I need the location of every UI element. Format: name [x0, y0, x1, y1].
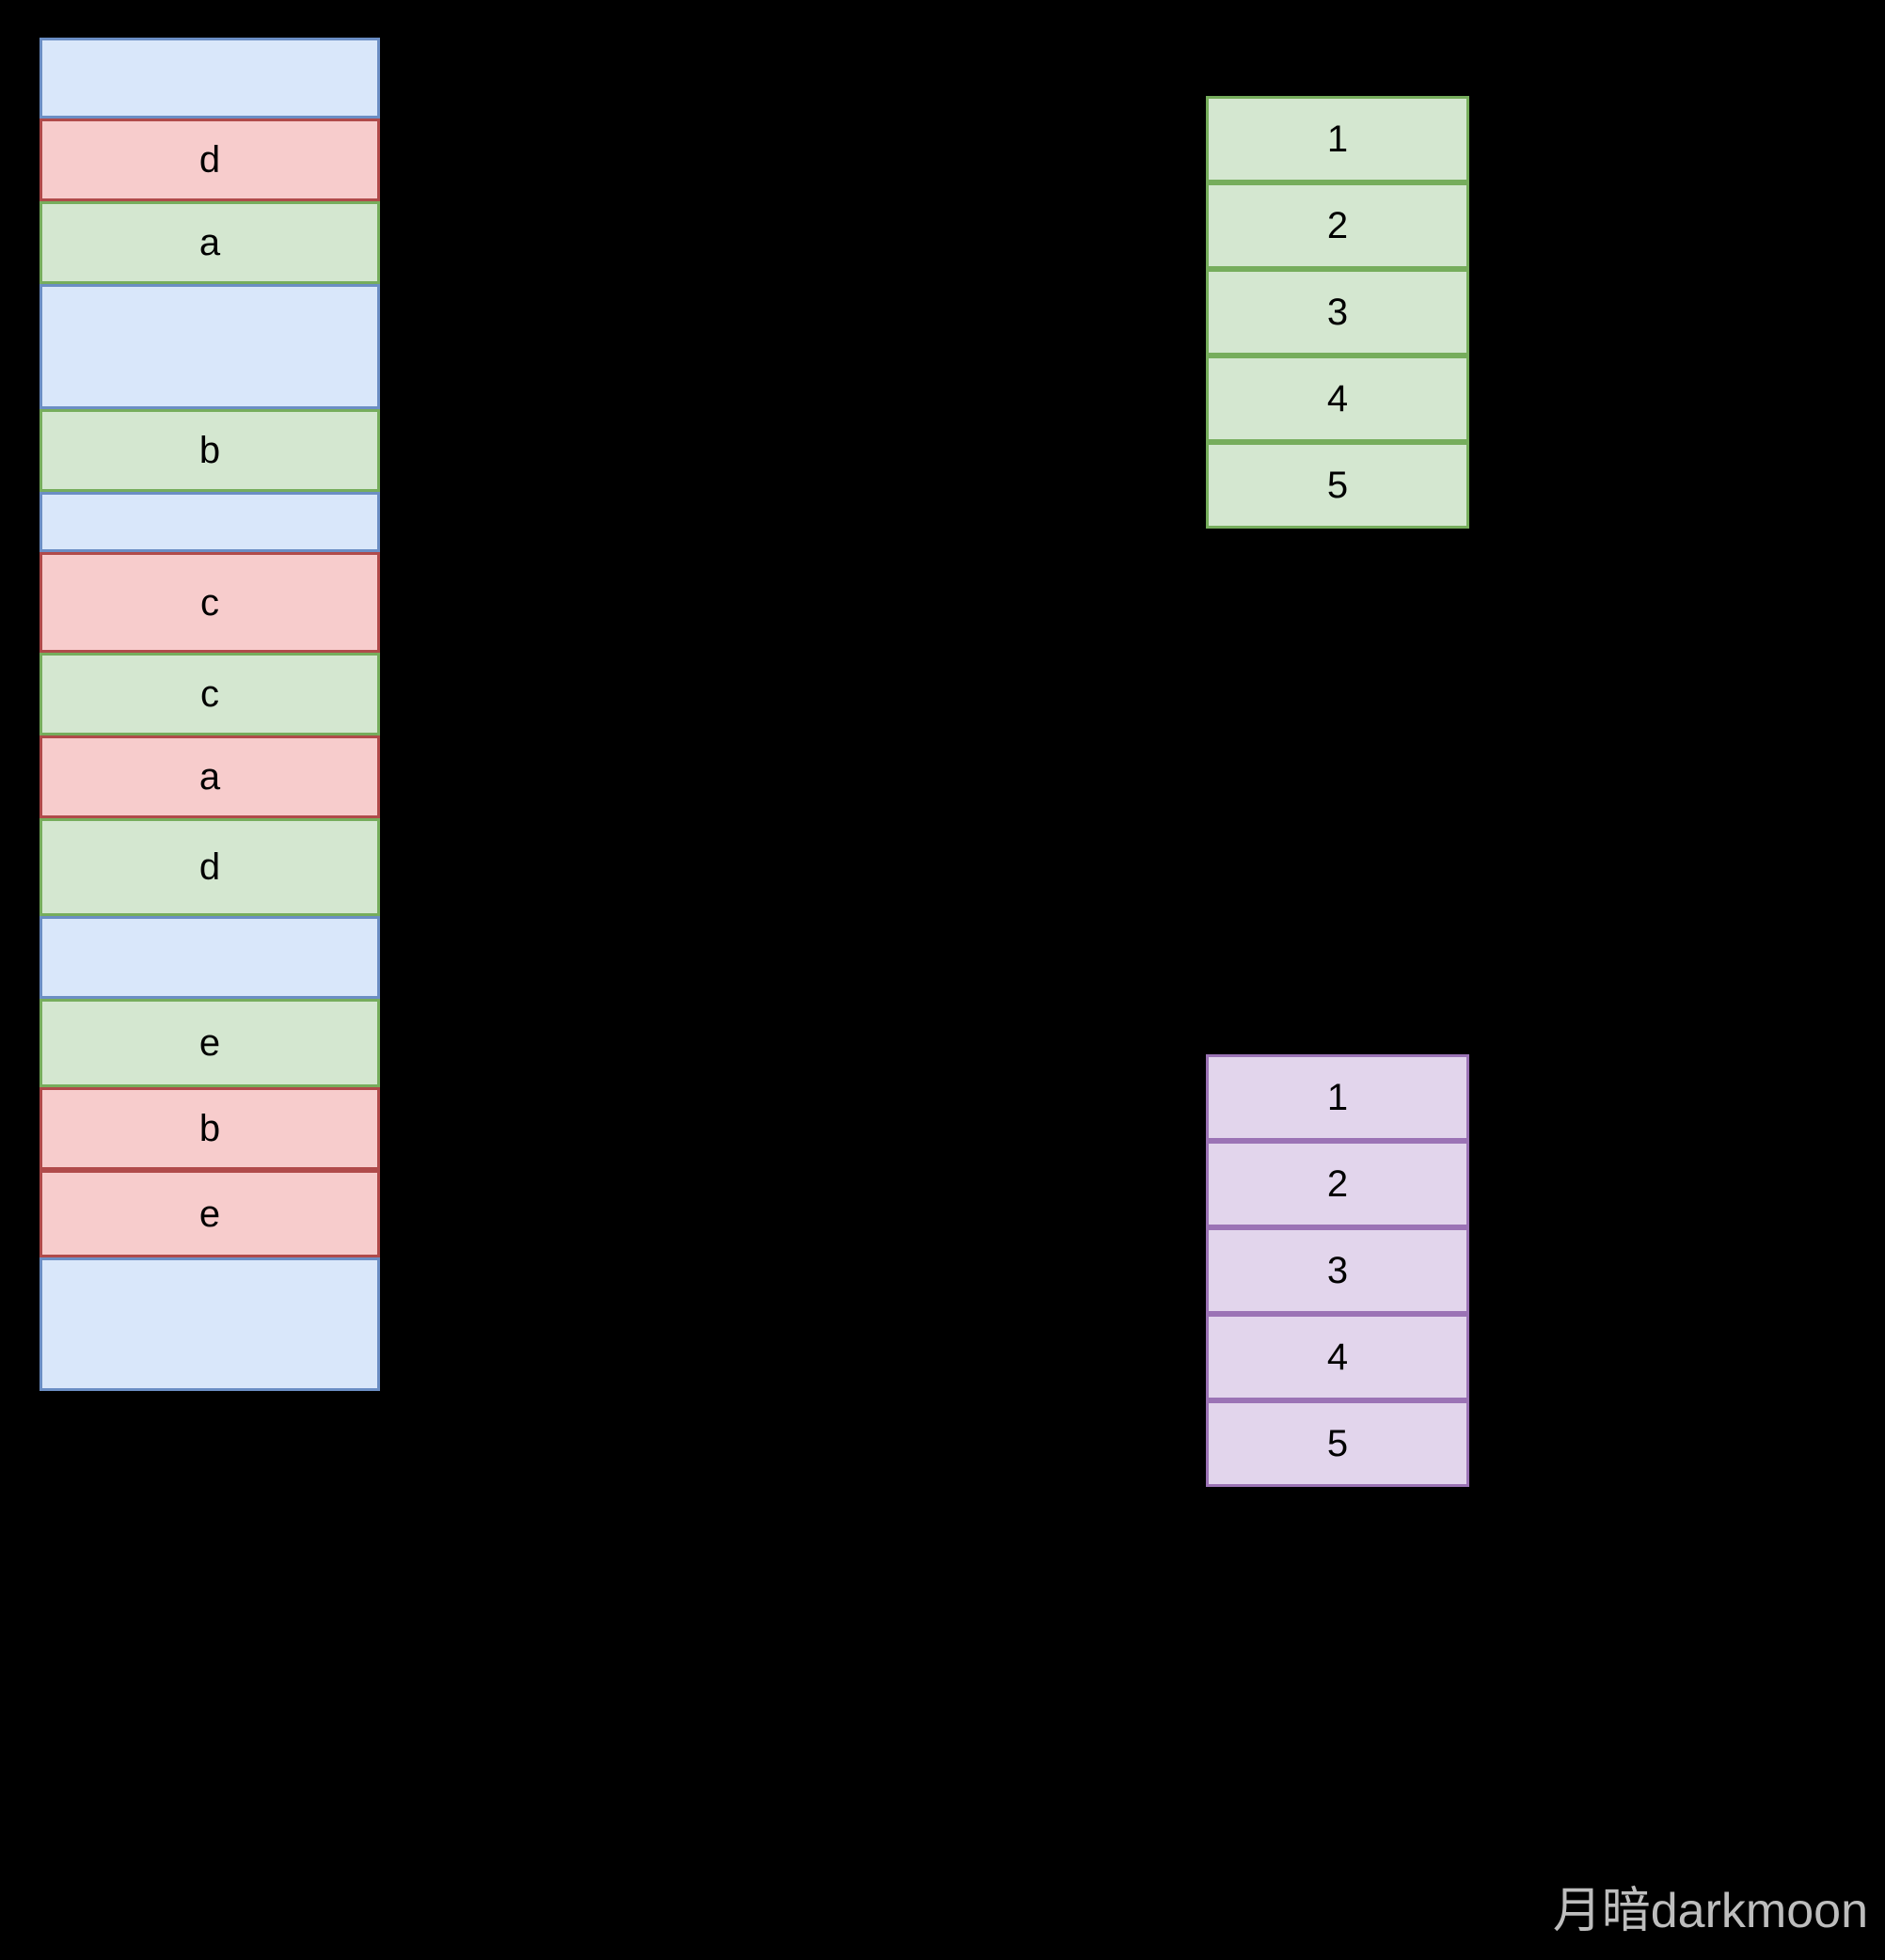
- cell-1: 1: [1206, 1054, 1469, 1141]
- cell-e: e: [40, 1170, 380, 1257]
- cell-empty: [40, 1257, 380, 1391]
- cell-d: d: [40, 119, 380, 201]
- cell-b: b: [40, 1087, 380, 1170]
- cell-c: c: [40, 653, 380, 735]
- cell-a: a: [40, 735, 380, 818]
- cell-3: 3: [1206, 269, 1469, 356]
- cell-5: 5: [1206, 1400, 1469, 1487]
- cell-4: 4: [1206, 1314, 1469, 1400]
- cell-b: b: [40, 409, 380, 492]
- cell-c: c: [40, 552, 380, 653]
- watermark-label: 月暗darkmoon: [1552, 1884, 1868, 1938]
- cell-empty: [40, 492, 380, 552]
- cell-e: e: [40, 999, 380, 1087]
- cell-d: d: [40, 818, 380, 916]
- cell-empty: [40, 916, 380, 999]
- cell-empty: [40, 38, 380, 119]
- cell-5: 5: [1206, 442, 1469, 529]
- cell-empty: [40, 284, 380, 409]
- cell-4: 4: [1206, 356, 1469, 442]
- cell-1: 1: [1206, 96, 1469, 182]
- cell-a: a: [40, 201, 380, 284]
- cell-2: 2: [1206, 182, 1469, 269]
- cell-3: 3: [1206, 1227, 1469, 1314]
- cell-2: 2: [1206, 1141, 1469, 1227]
